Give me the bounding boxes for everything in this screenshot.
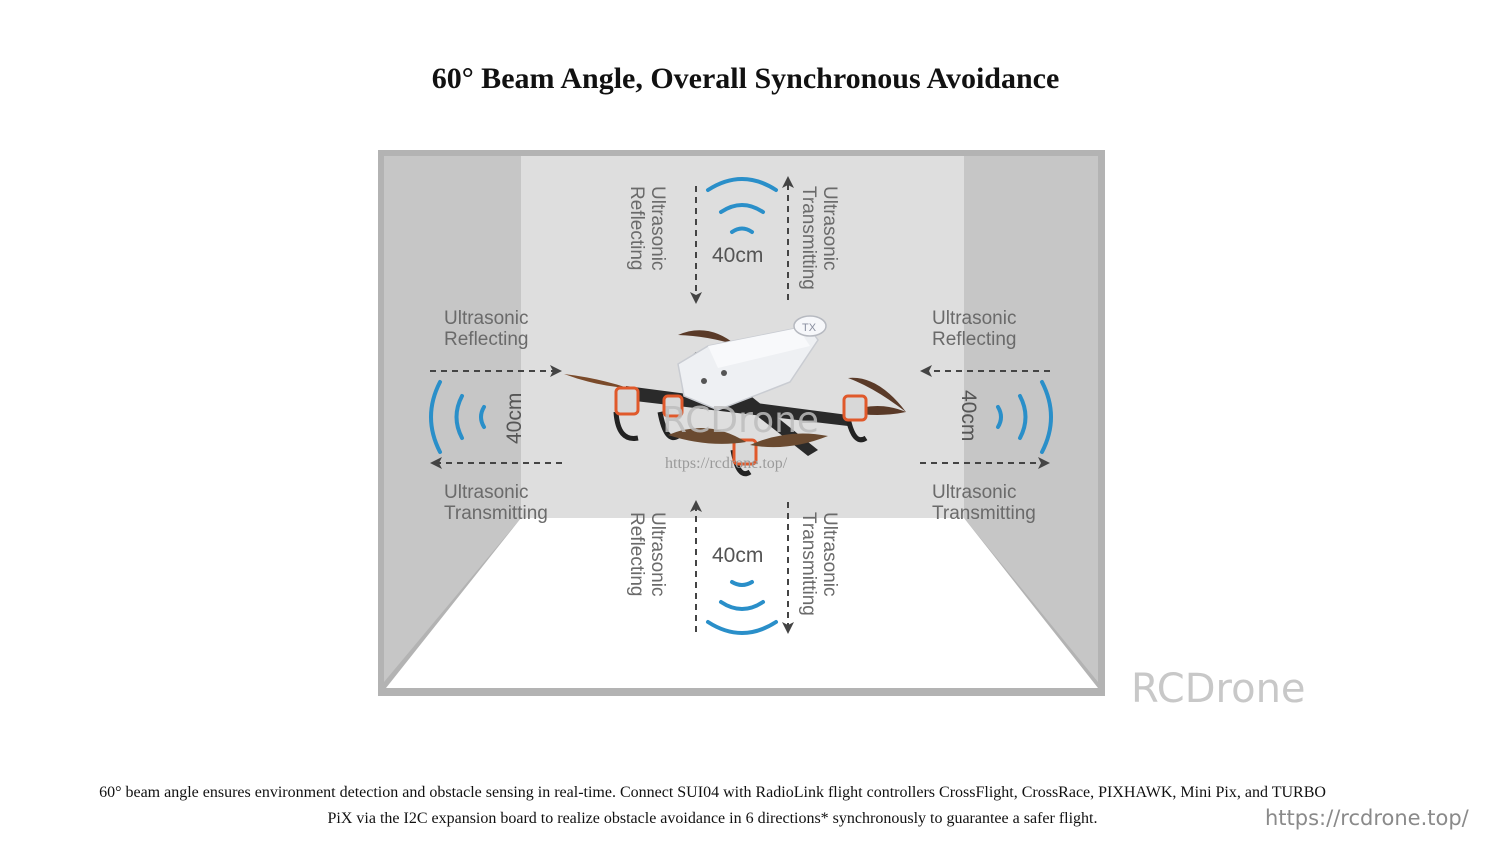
left-sensor-group: Ultrasonic Reflecting 40cm Ultrasonic Tr… [429, 308, 562, 524]
wave-arc [719, 600, 765, 611]
obstacle-avoidance-diagram: 40cm Ultrasonic Reflecting Ultrasonic Tr… [378, 150, 1105, 696]
right-wall [964, 156, 1098, 682]
distance-label-top: 40cm [712, 244, 763, 267]
label-bottom-transmitting-1: Ultrasonic [819, 512, 840, 596]
wave-arc [730, 580, 754, 587]
label-left-reflecting-1: Ultrasonic [444, 308, 528, 329]
drone-watermark-url: https://rcdrone.top/ [665, 455, 788, 472]
top-sensor-group: 40cm Ultrasonic Reflecting Ultrasonic Tr… [626, 176, 840, 304]
label-top-reflecting-2: Reflecting [626, 186, 647, 271]
motor [614, 386, 640, 416]
page-title: 60° Beam Angle, Overall Synchronous Avoi… [431, 62, 1060, 95]
label-top-reflecting-1: Ultrasonic [647, 186, 668, 270]
label-bottom-transmitting-2: Transmitting [798, 512, 819, 616]
label-right-transmitting-2: Transmitting [932, 503, 1036, 524]
drone-illustration: TX RCDrone https://rcdrone.top/ [564, 315, 906, 477]
label-bottom-reflecting-2: Reflecting [626, 512, 647, 597]
motor [662, 394, 684, 418]
wave-arc [730, 226, 754, 234]
caption: 60° beam angle ensures environment detec… [40, 780, 1385, 832]
label-right-reflecting-2: Reflecting [932, 329, 1017, 350]
tx-badge-label: TX [802, 322, 817, 334]
label-left-reflecting-2: Reflecting [444, 329, 529, 350]
caption-line-1: 60° beam angle ensures environment detec… [99, 784, 1326, 801]
label-top-transmitting-1: Ultrasonic [819, 186, 840, 270]
label-left-transmitting-2: Transmitting [444, 503, 548, 524]
wave-arc [454, 394, 464, 440]
distance-label-left: 40cm [503, 393, 526, 444]
drone-watermark: RCDrone [662, 400, 819, 441]
wave-arc [719, 203, 765, 214]
tx-badge [793, 315, 827, 337]
label-left-transmitting-1: Ultrasonic [444, 482, 528, 503]
wave-arc [996, 405, 1003, 429]
bottom-sensor-group: 40cm Ultrasonic Reflecting Ultrasonic Tr… [626, 500, 840, 635]
floor [386, 518, 1098, 688]
distance-label-bottom: 40cm [712, 544, 763, 567]
right-sensor-group: Ultrasonic Reflecting 40cm Ultrasonic Tr… [920, 308, 1053, 524]
label-top-transmitting-2: Transmitting [798, 186, 819, 290]
caption-line-2: PiX via the I2C expansion board to reali… [327, 810, 1098, 827]
distance-label-right: 40cm [957, 390, 980, 441]
label-right-transmitting-1: Ultrasonic [932, 482, 1016, 503]
wave-arc [1018, 394, 1028, 440]
wave-arc [706, 620, 778, 635]
wave-arc [429, 380, 442, 454]
label-right-reflecting-1: Ultrasonic [932, 308, 1016, 329]
motor [842, 394, 868, 422]
wave-arc [479, 405, 486, 429]
brand-watermark: RCDrone [1131, 666, 1306, 712]
motor [732, 438, 758, 466]
label-bottom-reflecting-1: Ultrasonic [647, 512, 668, 596]
wave-arc [1040, 380, 1053, 454]
left-wall [384, 156, 521, 682]
url-watermark: https://rcdrone.top/ [1265, 806, 1469, 830]
wave-arc [706, 177, 778, 192]
